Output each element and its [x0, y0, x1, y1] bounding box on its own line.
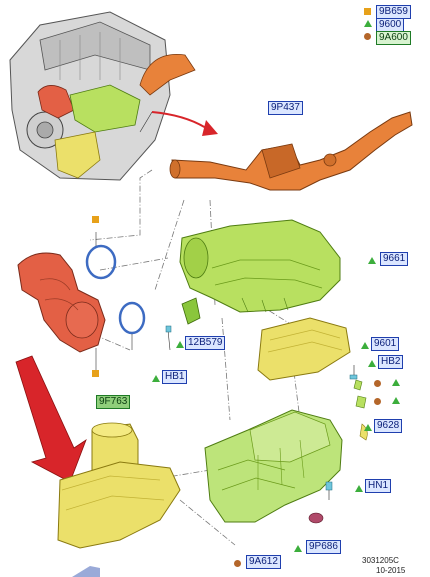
callout-hn1[interactable]: HN1 — [365, 479, 392, 493]
inlet-arrow — [15, 355, 87, 483]
upper-clamp — [85, 232, 117, 280]
triangle-icon — [152, 375, 160, 382]
circle-icon — [374, 398, 381, 405]
circle-icon — [374, 380, 381, 387]
callout-9601[interactable]: 9601 — [371, 337, 400, 351]
callout-9628[interactable]: 9628 — [374, 419, 403, 433]
callout-9p686[interactable]: 9P686 — [306, 540, 341, 554]
triangle-icon — [294, 545, 302, 552]
red-inlet-duct — [17, 252, 106, 353]
callout-hb2[interactable]: HB2 — [378, 355, 404, 369]
legend-code-triangle[interactable]: 9600 — [376, 18, 405, 32]
triangle-icon — [176, 341, 184, 348]
air-cleaner-cover — [179, 219, 341, 313]
marker-square-lower — [92, 370, 99, 377]
flow-arrow — [72, 566, 100, 577]
figure-id: 3031205C — [362, 556, 399, 565]
legend-circle-icon — [364, 33, 371, 40]
engine-block — [9, 11, 196, 181]
grommet — [308, 512, 324, 524]
callout-hb1[interactable]: HB1 — [162, 370, 188, 384]
triangle-icon — [355, 485, 363, 492]
triangle-icon — [368, 360, 376, 367]
callout-9p437[interactable]: 9P437 — [268, 101, 303, 115]
curved-arrow — [151, 111, 218, 136]
legend-code-circle[interactable]: 9A600 — [376, 31, 411, 45]
hn1-fastener — [325, 481, 333, 500]
orange-duct — [169, 111, 413, 191]
legend-square-icon — [364, 8, 371, 15]
triangle-icon — [368, 257, 376, 264]
callout-12b579[interactable]: 12B579 — [185, 336, 226, 350]
legend-code-square[interactable]: 9B659 — [376, 5, 411, 19]
air-filter-element — [257, 317, 351, 381]
lower-intake — [57, 422, 181, 549]
callout-9a612[interactable]: 9A612 — [246, 555, 281, 569]
mass-airflow-sensor — [165, 297, 201, 351]
triangle-icon — [364, 424, 372, 431]
triangle-icon — [361, 342, 369, 349]
air-cleaner-box — [204, 409, 343, 523]
legend-triangle-icon — [364, 20, 372, 27]
callout-9661[interactable]: 9661 — [380, 252, 409, 266]
figure-date: 10-2015 — [376, 566, 406, 575]
triangle-icon — [392, 397, 400, 404]
lower-clamp — [118, 301, 146, 350]
triangle-icon — [392, 379, 400, 386]
callout-9f763[interactable]: 9F763 — [96, 395, 131, 409]
marker-square-upper — [92, 216, 99, 223]
circle-icon — [234, 560, 241, 567]
